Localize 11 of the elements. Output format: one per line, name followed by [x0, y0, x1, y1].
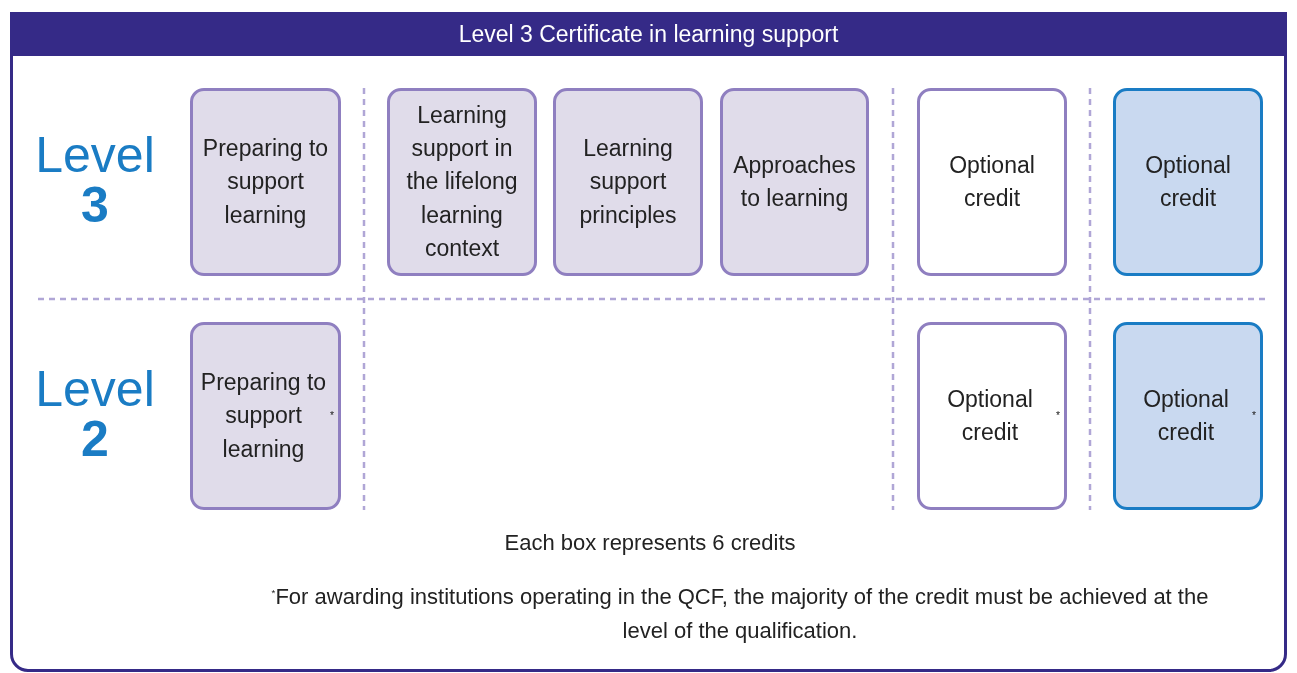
- footnote: $^{*}$For awarding institutions operating in the QCF, the majority of the credit must be achieved at the level of the qualification.: [270, 583, 1210, 646]
- module-card: Approaches to learning: [720, 88, 869, 276]
- module-card: Optional credit: [917, 88, 1067, 276]
- module-card: Preparing to support learning: [190, 88, 341, 276]
- module-card: Optional credit: [1113, 88, 1263, 276]
- credit-note: Each box represents 6 credits: [503, 530, 797, 556]
- module-card: Learning support principles: [553, 88, 703, 276]
- module-card: Learning support in the lifelong learning context: [387, 88, 537, 276]
- level-heading: Level 2: [34, 364, 156, 464]
- title-banner: Level 3 Certificate in learning support: [10, 12, 1287, 56]
- level-heading: Level 3: [34, 130, 156, 230]
